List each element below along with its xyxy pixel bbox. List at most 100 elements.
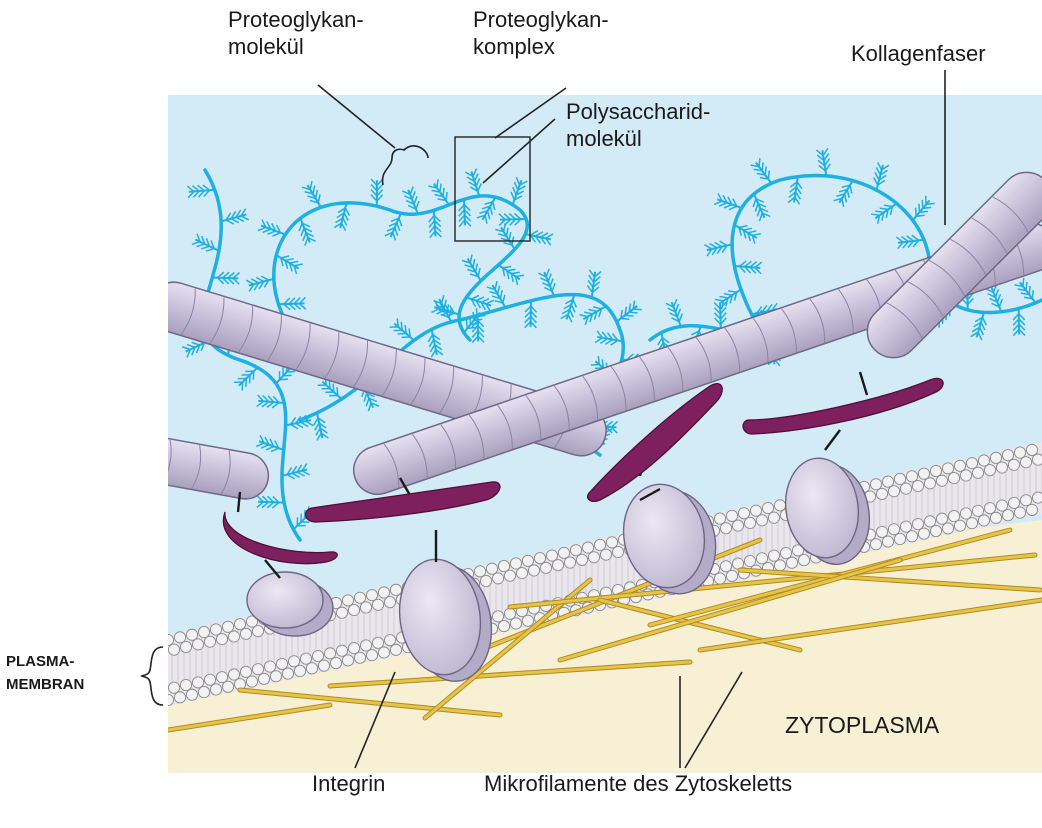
phospholipid-head — [342, 655, 353, 666]
phospholipid-head — [594, 539, 605, 550]
phospholipid-head — [174, 692, 185, 703]
label-proteoglycan-complex-line1: Proteoglykan- — [473, 6, 609, 33]
gag-branch — [397, 318, 398, 327]
gag-branch — [401, 322, 402, 331]
phospholipid-head — [1014, 507, 1025, 518]
phospholipid-head — [186, 689, 197, 700]
phospholipid-head — [918, 528, 929, 539]
phospholipid-head — [894, 533, 905, 544]
phospholipid-head — [282, 668, 293, 679]
phospholipid-head — [294, 665, 305, 676]
label-proteoglycan-molecule-line1: Proteoglykan- — [228, 6, 364, 33]
phospholipid-head — [534, 553, 545, 564]
phospholipid-head — [906, 531, 917, 542]
label-proteoglycan-molecule: Proteoglykan- molekül — [228, 6, 364, 60]
phospholipid-head — [714, 573, 725, 584]
gag-branch — [768, 171, 769, 180]
phospholipid-head — [318, 660, 329, 671]
gag-branch — [283, 375, 292, 376]
phospholipid-head — [942, 463, 953, 474]
phospholipid-head — [378, 647, 389, 658]
phospholipid-head — [366, 650, 377, 661]
phospholipid-head — [882, 536, 893, 547]
phospholipid-head — [498, 620, 509, 631]
phospholipid-head — [1026, 504, 1037, 515]
phospholipid-head — [606, 537, 617, 548]
phospholipid-head — [894, 473, 905, 484]
gag-branch — [629, 312, 638, 313]
phospholipid-head — [222, 621, 233, 632]
phospholipid-head — [966, 518, 977, 529]
phospholipid-head — [270, 671, 281, 682]
label-cytoplasm: ZYTOPLASMA — [785, 712, 939, 739]
phospholipid-head — [714, 513, 725, 524]
phospholipid-head — [726, 570, 737, 581]
gag-branch — [333, 384, 334, 393]
phospholipid-head — [510, 558, 521, 569]
phospholipid-head — [798, 554, 809, 565]
label-polysaccharide-molecule: Polysaccharid- molekül — [566, 98, 710, 152]
phospholipid-head — [990, 452, 1001, 463]
phospholipid-head — [186, 629, 197, 640]
phospholipid-head — [354, 652, 365, 663]
phospholipid-head — [762, 502, 773, 513]
gag-branch — [287, 371, 296, 372]
label-proteoglycan-complex-line2: komplex — [473, 33, 609, 60]
phospholipid-head — [558, 547, 569, 558]
label-collagen-fiber: Kollagenfaser — [851, 40, 986, 67]
label-microfilaments: Mikrofilamente des Zytoskeletts — [484, 770, 792, 797]
phospholipid-head — [1032, 492, 1042, 503]
phospholipid-head — [162, 634, 173, 645]
phospholipid-head — [966, 458, 977, 469]
phospholipid-head — [354, 592, 365, 603]
phospholipid-head — [198, 686, 209, 697]
gag-branch — [1032, 290, 1033, 299]
gag-branch — [625, 315, 634, 316]
phospholipid-head — [870, 479, 881, 490]
label-plasma-membrane: PLASMA- MEMBRAN — [6, 650, 84, 696]
label-proteoglycan-molecule-line2: molekül — [228, 33, 364, 60]
label-proteoglycan-complex: Proteoglykan- komplex — [473, 6, 609, 60]
gag-branch — [621, 318, 630, 319]
phospholipid-head — [930, 465, 941, 476]
phospholipid-head — [942, 523, 953, 534]
phospholipid-head — [162, 694, 173, 705]
phospholipid-head — [210, 624, 221, 635]
phospholipid-head — [906, 471, 917, 482]
phospholipid-head — [486, 563, 497, 574]
gag-branch — [1026, 282, 1027, 291]
phospholipid-head — [930, 525, 941, 536]
gag-branch — [633, 309, 642, 310]
phospholipid-head — [870, 539, 881, 550]
phospholipid-head — [978, 455, 989, 466]
label-polysaccharide-line1: Polysaccharid- — [566, 98, 710, 125]
label-plasma-membrane-line1: PLASMA- — [6, 650, 84, 673]
gag-branch — [1023, 278, 1024, 287]
gag-branch — [923, 207, 932, 208]
phospholipid-head — [774, 500, 785, 511]
gag-branch — [919, 211, 928, 212]
phospholipid-head — [1026, 444, 1037, 455]
gag-branch — [765, 166, 766, 175]
phospholipid-head — [174, 632, 185, 643]
phospholipid-head — [786, 557, 797, 568]
phospholipid-head — [1032, 454, 1042, 465]
phospholipid-head — [1002, 510, 1013, 521]
phospholipid-head — [738, 508, 749, 519]
phospholipid-head — [474, 566, 485, 577]
phospholipid-head — [330, 657, 341, 668]
phospholipid-head — [522, 555, 533, 566]
label-plasma-membrane-line2: MEMBRAN — [6, 673, 84, 696]
label-polysaccharide-line2: molekül — [566, 125, 710, 152]
phospholipid-head — [990, 512, 1001, 523]
phospholipid-head — [498, 560, 509, 571]
membrane-brace — [142, 647, 163, 705]
phospholipid-head — [198, 626, 209, 637]
gag-branch — [759, 158, 760, 167]
phospholipid-head — [570, 545, 581, 556]
phospholipid-head — [726, 510, 737, 521]
phospholipid-head — [390, 584, 401, 595]
phospholipid-head — [750, 505, 761, 516]
